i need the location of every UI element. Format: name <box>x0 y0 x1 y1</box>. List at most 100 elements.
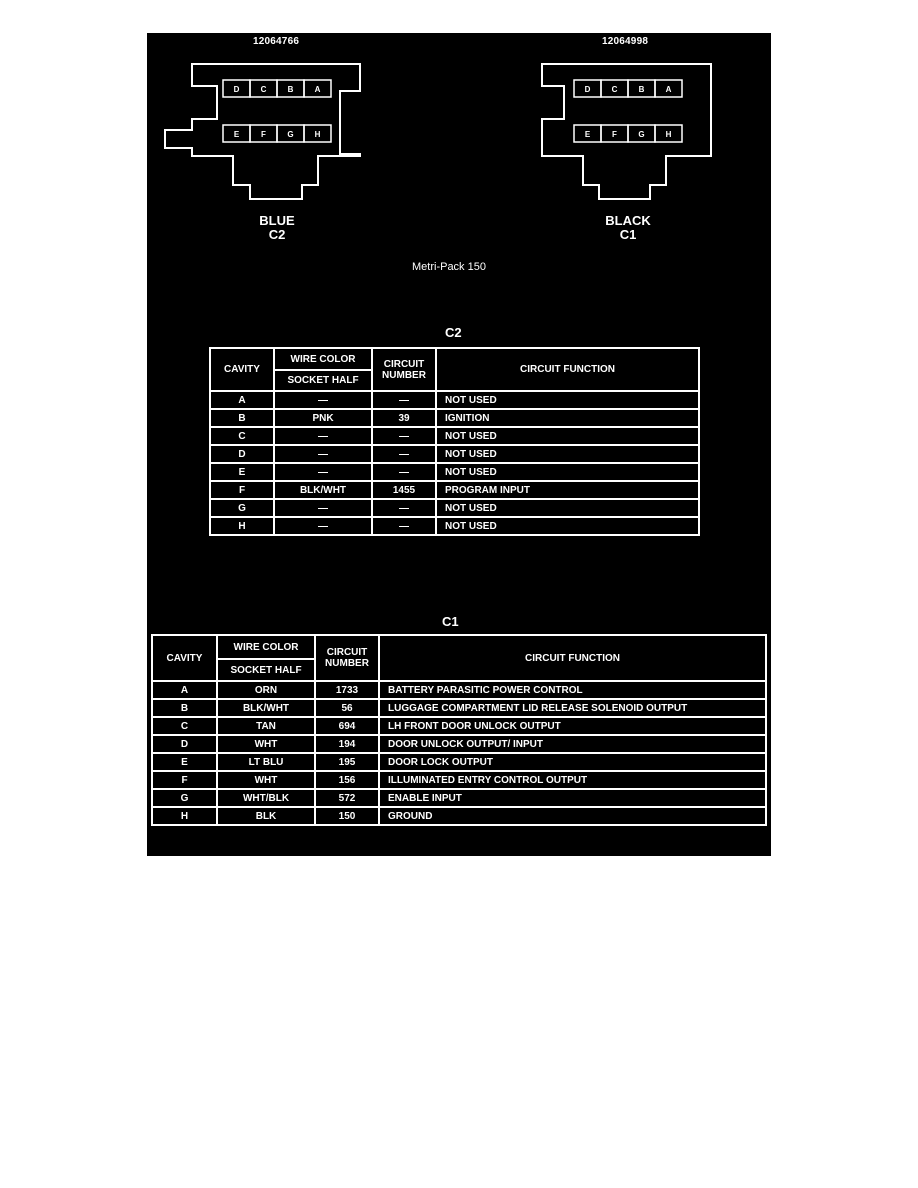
right-cavity-label-g: G <box>638 130 644 139</box>
c2-cell-function: NOT USED <box>435 516 700 536</box>
left-connector-outline <box>164 63 361 200</box>
right-cavity-label-a: A <box>666 85 672 94</box>
c2-header-wire-color: WIRE COLOR <box>273 347 373 371</box>
c1-cell-cavity: A <box>151 680 218 700</box>
left-connector-color: BLUE <box>259 213 295 228</box>
c1-header-circuit-function: CIRCUIT FUNCTION <box>378 634 767 682</box>
c2-cell-circuit: — <box>371 498 437 518</box>
table-row: G——NOT USED <box>209 498 700 518</box>
left-cavity-label-c: C <box>261 85 267 94</box>
right-cavity-label-f: F <box>612 130 617 139</box>
left-cavity-box-h <box>303 124 332 143</box>
left-cavity-box-a <box>303 79 332 98</box>
c2-header-circuit-function: CIRCUIT FUNCTION <box>435 347 700 392</box>
c2-cell-wire: — <box>273 444 373 464</box>
c1-header-circuit-number: CIRCUIT NUMBER <box>314 634 380 682</box>
c1-cell-function: ILLUMINATED ENTRY CONTROL OUTPUT <box>378 770 767 790</box>
c1-cell-function: LUGGAGE COMPARTMENT LID RELEASE SOLENOID… <box>378 698 767 718</box>
c1-cell-cavity: E <box>151 752 218 772</box>
c1-cell-function: BATTERY PARASITIC POWER CONTROL <box>378 680 767 700</box>
table-row: D——NOT USED <box>209 444 700 464</box>
right-cavity-box-a <box>654 79 683 98</box>
c2-cell-circuit: — <box>371 516 437 536</box>
table-row: C——NOT USED <box>209 426 700 446</box>
c1-cell-function: GROUND <box>378 806 767 826</box>
right-connector-color: BLACK <box>605 213 651 228</box>
c1-cell-circuit: 150 <box>314 806 380 826</box>
table-row: H——NOT USED <box>209 516 700 536</box>
c2-cell-cavity: H <box>209 516 275 536</box>
c2-pinout-table: CAVITY WIRE COLOR CIRCUIT NUMBER CIRCUIT… <box>209 347 700 536</box>
c1-cell-circuit: 1733 <box>314 680 380 700</box>
c2-cell-cavity: F <box>209 480 275 500</box>
c2-cell-circuit: — <box>371 390 437 410</box>
c2-cell-cavity: E <box>209 462 275 482</box>
c2-cell-cavity: G <box>209 498 275 518</box>
left-cavity-label-g: G <box>287 130 293 139</box>
c2-header-socket-half: SOCKET HALF <box>273 369 373 392</box>
c2-cell-wire: BLK/WHT <box>273 480 373 500</box>
c1-cell-wire: BLK/WHT <box>216 698 316 718</box>
c2-cell-cavity: C <box>209 426 275 446</box>
c2-header-circuit-line2: NUMBER <box>382 369 426 381</box>
right-connector-label: BLACK C1 <box>578 214 678 242</box>
c1-cell-function: ENABLE INPUT <box>378 788 767 808</box>
c1-cell-circuit: 156 <box>314 770 380 790</box>
left-cavity-label-b: B <box>288 85 294 94</box>
left-cavity-label-a: A <box>315 85 321 94</box>
right-cavity-label-e: E <box>585 130 591 139</box>
c1-header-socket-half: SOCKET HALF <box>216 658 316 682</box>
c1-cell-wire: WHT <box>216 770 316 790</box>
c1-pinout-table: CAVITY WIRE COLOR CIRCUIT NUMBER CIRCUIT… <box>151 634 767 826</box>
c2-cell-function: NOT USED <box>435 498 700 518</box>
c1-cell-circuit: 694 <box>314 716 380 736</box>
c2-cell-function: PROGRAM INPUT <box>435 480 700 500</box>
c2-cell-circuit: — <box>371 462 437 482</box>
c1-cell-cavity: G <box>151 788 218 808</box>
c2-table-title: C2 <box>445 325 462 340</box>
c2-header-circuit-line1: CIRCUIT <box>383 358 425 370</box>
c2-cell-cavity: A <box>209 390 275 410</box>
table-row: A——NOT USED <box>209 390 700 410</box>
left-cavity-label-f: F <box>261 130 266 139</box>
c2-cell-function: NOT USED <box>435 444 700 464</box>
c1-cell-cavity: B <box>151 698 218 718</box>
right-connector-outline <box>541 63 712 200</box>
c1-cell-circuit: 56 <box>314 698 380 718</box>
c1-cell-function: DOOR LOCK OUTPUT <box>378 752 767 772</box>
left-cavity-label-d: D <box>234 85 240 94</box>
c1-header-circuit-line2: NUMBER <box>325 658 369 669</box>
c2-cell-function: IGNITION <box>435 408 700 428</box>
left-connector-name: C2 <box>268 227 286 242</box>
connector-family: Metri-Pack 150 <box>412 261 486 273</box>
c2-header-circuit-number: CIRCUIT NUMBER <box>371 347 437 392</box>
left-cavity-label-h: H <box>315 130 321 139</box>
c1-cell-wire: BLK <box>216 806 316 826</box>
c1-cell-function: DOOR UNLOCK OUTPUT/ INPUT <box>378 734 767 754</box>
table-row: E——NOT USED <box>209 462 700 482</box>
c1-table-title: C1 <box>442 614 459 629</box>
c1-cell-wire: WHT <box>216 734 316 754</box>
c1-header-circuit-line1: CIRCUIT <box>326 647 368 658</box>
right-connector-part-number: 12064998 <box>602 36 649 47</box>
c1-cell-cavity: C <box>151 716 218 736</box>
c1-cell-cavity: D <box>151 734 218 754</box>
c2-cell-function: NOT USED <box>435 462 700 482</box>
left-cavity-label-e: E <box>234 130 240 139</box>
right-cavity-label-c: C <box>612 85 618 94</box>
right-cavity-box-h <box>654 124 683 143</box>
c2-cell-circuit: 39 <box>371 408 437 428</box>
c1-header-cavity: CAVITY <box>151 634 218 682</box>
c2-cell-cavity: D <box>209 444 275 464</box>
